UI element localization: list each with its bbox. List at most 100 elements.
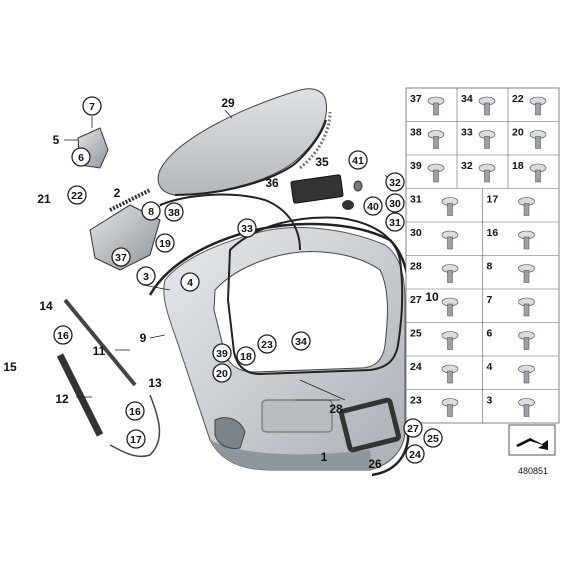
grid-part-number: 37	[410, 93, 422, 105]
callout-label: 30	[389, 198, 401, 210]
callout-40: 40	[363, 196, 383, 216]
part-glyph-shank	[523, 404, 530, 417]
gas-strut-upper	[63, 298, 137, 387]
callout-label: 40	[367, 201, 379, 213]
part-glyph-shank	[523, 337, 530, 350]
grid-part-number: 6	[487, 328, 493, 340]
callout-label: 4	[187, 277, 193, 289]
part-glyph-shank	[447, 303, 453, 317]
callout-circle	[111, 247, 131, 267]
callout-7: 7	[82, 96, 102, 116]
callout-circle	[53, 325, 73, 345]
part-glyph-shank	[447, 236, 453, 250]
callout-label: 3	[143, 271, 149, 283]
grid-cell-part-25: 25	[410, 328, 459, 350]
callout-circle	[155, 233, 175, 253]
callout-circle	[257, 334, 277, 354]
callout-label: 41	[352, 155, 364, 167]
part-glyph-shank	[523, 236, 530, 250]
callout-label: 18	[240, 351, 252, 363]
callout-6: 6	[71, 147, 91, 167]
grid-part-number: 27	[410, 294, 422, 306]
callout-circle	[385, 193, 405, 213]
callout-circle	[141, 201, 161, 221]
grid-cell-part-20: 20	[512, 127, 547, 149]
callout-32: 32	[385, 172, 405, 192]
callout-circle	[291, 331, 311, 351]
callout-34: 34	[291, 331, 311, 351]
grid-cell-part-6: 6	[487, 328, 535, 350]
outer-seal	[148, 222, 412, 477]
callout-label: 34	[295, 336, 307, 348]
callout-label: 27	[407, 423, 419, 435]
gas-strut-lower	[56, 353, 104, 437]
callout-label: 20	[216, 368, 228, 380]
grid-cell-part-18: 18	[512, 160, 547, 183]
grid-part-number: 7	[487, 294, 493, 306]
part-glyph-shank	[523, 203, 530, 216]
grid-cell-part-39: 39	[410, 160, 445, 183]
grid-part-number: 39	[410, 160, 422, 172]
label-13: 13	[148, 376, 162, 390]
callout-label: 31	[389, 217, 401, 229]
callout-39: 39	[212, 343, 232, 363]
callout-circle	[136, 266, 156, 286]
grid-part-number: 28	[410, 261, 422, 273]
fitting-40	[342, 200, 354, 210]
reference-number: 480851	[518, 466, 548, 476]
callout-24: 24	[405, 444, 425, 464]
callout-circle	[423, 428, 443, 448]
callout-3: 3	[136, 266, 156, 286]
callout-label: 17	[130, 434, 142, 446]
callout-label: 38	[168, 207, 180, 219]
grid-cell-part-38: 38	[410, 127, 445, 149]
part-glyph-shank	[447, 370, 453, 384]
grid-part-number: 30	[410, 227, 422, 239]
callout-4: 4	[180, 272, 200, 292]
label-12: 12	[55, 392, 69, 406]
callout-circle	[212, 343, 232, 363]
reference-arrow-icon	[516, 438, 548, 450]
callout-label: 22	[71, 190, 83, 202]
part-glyph-shank	[484, 136, 490, 149]
grid-part-number: 23	[410, 395, 422, 407]
callout-8: 8	[141, 201, 161, 221]
grid-cell-part-16: 16	[487, 227, 535, 250]
grid-part-number: 32	[461, 160, 473, 172]
part-glyph-shank	[535, 169, 541, 183]
grid-part-number: 17	[487, 194, 499, 206]
lock-assembly	[89, 204, 161, 271]
part-glyph-shank	[523, 270, 530, 283]
lock-spring	[109, 188, 151, 212]
callout-17: 17	[126, 429, 146, 449]
callout-circle	[348, 150, 368, 170]
callout-circle	[385, 172, 405, 192]
grid-cell-part-3: 3	[487, 395, 535, 417]
callout-circle	[82, 96, 102, 116]
grid-part-number: 33	[461, 127, 473, 139]
callout-label: 19	[159, 238, 171, 250]
label-28: 28	[329, 402, 343, 416]
grid-cell-part-27: 27	[410, 294, 459, 317]
callout-label: 8	[148, 206, 154, 218]
grid-cell-part-24: 24	[410, 361, 459, 384]
callout-circle	[126, 429, 146, 449]
grid-part-number: 16	[487, 227, 499, 239]
grid-part-number: 3	[487, 395, 493, 407]
callout-circle	[180, 272, 200, 292]
part-glyph-shank	[447, 337, 453, 350]
part-glyph-shank	[433, 169, 439, 183]
grid-part-number: 31	[410, 194, 422, 206]
grid-part-number: 8	[487, 261, 493, 273]
part-glyph-shank	[523, 370, 530, 384]
callout-circle	[71, 147, 91, 167]
callout-circle	[67, 185, 87, 205]
callout-23: 23	[257, 334, 277, 354]
callout-label: 23	[261, 339, 273, 351]
callout-label: 33	[241, 223, 253, 235]
grid-cell-part-30: 30	[410, 227, 459, 250]
label-29: 29	[221, 96, 235, 110]
callout-label: 16	[57, 330, 69, 342]
grid-part-number: 4	[487, 361, 493, 373]
